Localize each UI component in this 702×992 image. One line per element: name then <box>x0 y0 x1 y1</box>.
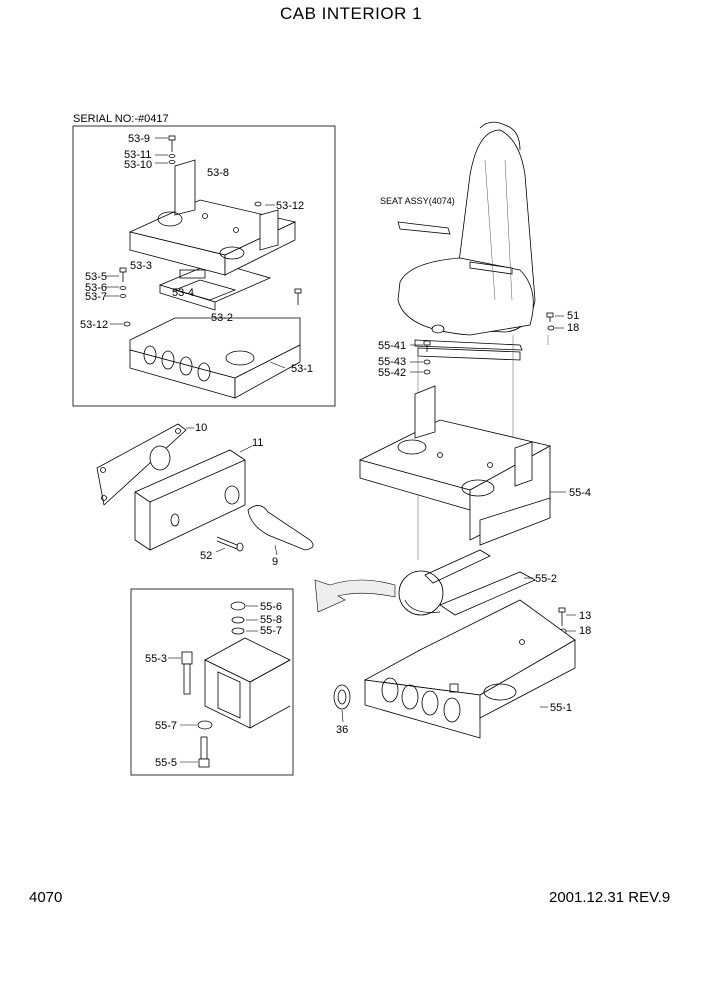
serial-number-label: SERIAL NO:-#0417 <box>73 113 169 125</box>
label-10: 10 <box>195 422 207 434</box>
bolt-part-51 <box>546 312 555 331</box>
seat-assembly <box>397 121 536 361</box>
base-plate-55-1 <box>363 599 576 739</box>
lever-part-9 <box>247 505 314 551</box>
page-title: CAB INTERIOR 1 <box>279 4 423 23</box>
label-53-12-left: 53-12 <box>80 319 108 331</box>
label-55-2: 55-2 <box>535 573 557 585</box>
base-plate-53-1 <box>129 317 301 399</box>
label-18-bottom: 18 <box>579 625 591 637</box>
bolt-53-5 <box>119 267 127 298</box>
label-53-7: 53-7 <box>85 291 107 303</box>
bolt-53-9 <box>168 135 176 164</box>
label-55-1: 55-1 <box>550 702 572 714</box>
label-55-41: 55-41 <box>378 340 406 352</box>
bolt-upper-right-box <box>123 201 302 327</box>
bolt-part-55-41 <box>423 340 431 375</box>
label-52: 52 <box>200 550 212 562</box>
serial-detail-box <box>72 125 336 407</box>
label-9: 9 <box>272 556 278 568</box>
seat-base-55-4 <box>358 385 552 546</box>
label-55-6: 55-6 <box>260 601 282 613</box>
bracket-plate-53-8 <box>128 159 297 276</box>
revision-label: 2001.12.31 REV.9 <box>549 889 671 906</box>
label-53-10: 53-10 <box>124 159 152 171</box>
label-18-top: 18 <box>567 322 579 334</box>
label-53-3: 53-3 <box>130 260 152 272</box>
label-11: 11 <box>252 437 263 449</box>
label-55-7-bottom: 55-7 <box>155 720 177 732</box>
detail-arrow <box>314 579 396 613</box>
washer-part-55-7 <box>197 720 213 730</box>
label-55-7-top: 55-7 <box>260 625 282 637</box>
label-53-12-top: 53-12 <box>276 200 304 212</box>
label-55-3: 55-3 <box>145 653 167 665</box>
bolt-part-55-5 <box>198 736 210 768</box>
label-53-9: 53-9 <box>128 133 150 145</box>
detail-callout-circle <box>398 570 444 616</box>
label-55-4: 55-4 <box>569 487 591 499</box>
label-55-43: 55-43 <box>378 356 406 368</box>
block-part-11 <box>134 449 246 551</box>
label-53-4: 53-4 <box>172 287 194 299</box>
page-number: 4070 <box>29 889 63 906</box>
plate-part-10 <box>96 423 187 506</box>
bolt-part-55-3 <box>181 651 193 695</box>
label-53-6: 53-6 <box>85 282 107 294</box>
rail-detail <box>204 637 291 729</box>
label-53-1: 53-1 <box>291 363 313 375</box>
label-53-11: 53-11 <box>124 149 151 161</box>
label-53-8: 53-8 <box>207 167 229 179</box>
slide-rail-53-2 <box>158 261 272 311</box>
cap-part-55-6 <box>230 601 246 635</box>
label-seat-assy: SEAT ASSY(4074) <box>380 196 455 206</box>
bolt-part-52 <box>216 536 244 552</box>
label-13: 13 <box>579 610 591 622</box>
label-55-42: 55-42 <box>378 367 406 379</box>
grommet-part-36 <box>333 684 351 710</box>
label-36: 36 <box>336 724 348 736</box>
slide-rail-55-2 <box>398 549 536 616</box>
label-53-2: 53-2 <box>211 312 233 324</box>
detail-box-lower <box>130 588 294 776</box>
label-55-5: 55-5 <box>155 757 177 769</box>
label-53-5: 53-5 <box>85 271 107 283</box>
label-55-8: 55-8 <box>260 614 282 626</box>
label-51: 51 <box>567 310 579 322</box>
